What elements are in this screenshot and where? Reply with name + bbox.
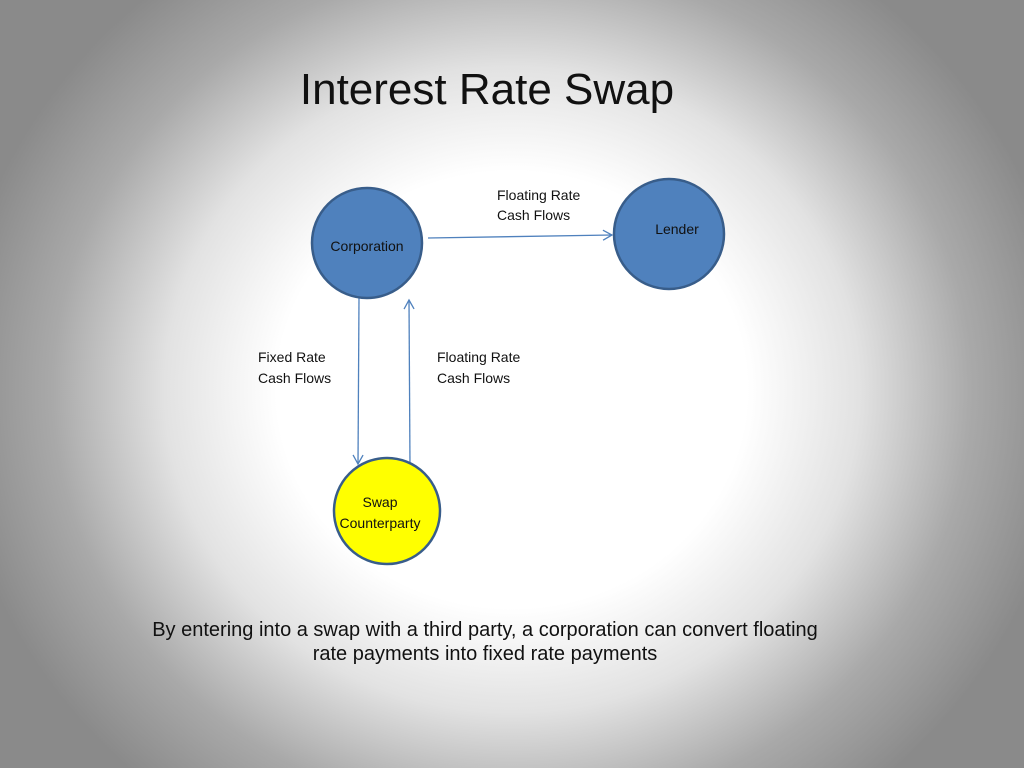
node-lender: Lender	[612, 177, 726, 291]
corporation-label: Corporation	[330, 238, 403, 254]
corporation-circle	[310, 186, 424, 300]
edge-label-line1: Fixed Rate	[258, 349, 326, 365]
edge-label-line2: Cash Flows	[258, 370, 331, 386]
lender-circle	[612, 177, 726, 291]
slide-title: Interest Rate Swap	[299, 65, 675, 114]
node-swap-counterparty: Swap Counterparty	[332, 456, 442, 566]
counterparty-label-line1: Swap	[362, 494, 397, 510]
arrow-corporation-to-lender	[427, 229, 614, 241]
edge-label-corp-to-lender: Floating Rate Cash Flows	[497, 187, 580, 223]
edge-label-counterparty-to-corp: Floating Rate Cash Flows	[437, 349, 520, 386]
arrow-corporation-to-counterparty	[352, 297, 364, 466]
counterparty-circle	[332, 456, 442, 566]
edge-label-line2: Cash Flows	[497, 207, 570, 223]
edge-label-line2: Cash Flows	[437, 370, 510, 386]
counterparty-label-line2: Counterparty	[340, 515, 421, 531]
node-corporation: Corporation	[310, 186, 424, 300]
edge-label-line1: Floating Rate	[497, 187, 580, 203]
edge-label-line1: Floating Rate	[437, 349, 520, 365]
slide-caption: By entering into a swap with a third par…	[152, 619, 818, 665]
lender-label: Lender	[655, 221, 699, 237]
edge-label-corp-to-counterparty: Fixed Rate Cash Flows	[258, 349, 331, 386]
arrow-counterparty-to-corporation	[403, 298, 415, 468]
